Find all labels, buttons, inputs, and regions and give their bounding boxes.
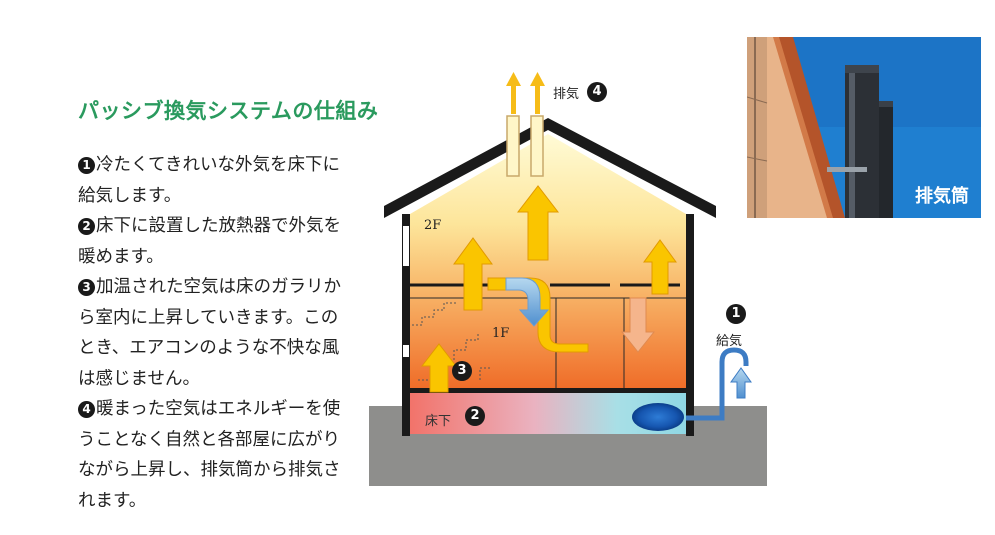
exhaust-arrow xyxy=(530,72,545,114)
underfloor-label: 床下 xyxy=(425,410,451,429)
radiator xyxy=(632,403,684,431)
floor-1f-label: 1F xyxy=(492,326,509,341)
window xyxy=(403,345,409,357)
right-wall xyxy=(686,214,694,436)
exhaust-number: 4 xyxy=(587,82,607,102)
exhaust-pipe xyxy=(531,116,543,176)
exhaust-arrow xyxy=(506,72,521,114)
first-floor-slab xyxy=(410,388,686,393)
exhaust-label: 排気 xyxy=(553,83,579,102)
supply-number: 1 xyxy=(726,304,746,324)
grille-number: 3 xyxy=(452,361,472,381)
supply-label: 給気 xyxy=(716,330,742,349)
exhaust-chimney-photo: 排気筒 xyxy=(747,37,981,218)
photo-label: 排気筒 xyxy=(915,182,969,208)
floor-2f-label: 2F xyxy=(424,218,441,233)
underfloor-number: 2 xyxy=(465,406,485,426)
supply-arrow xyxy=(731,368,751,398)
exhaust-pipe xyxy=(507,116,519,176)
window xyxy=(403,226,409,266)
